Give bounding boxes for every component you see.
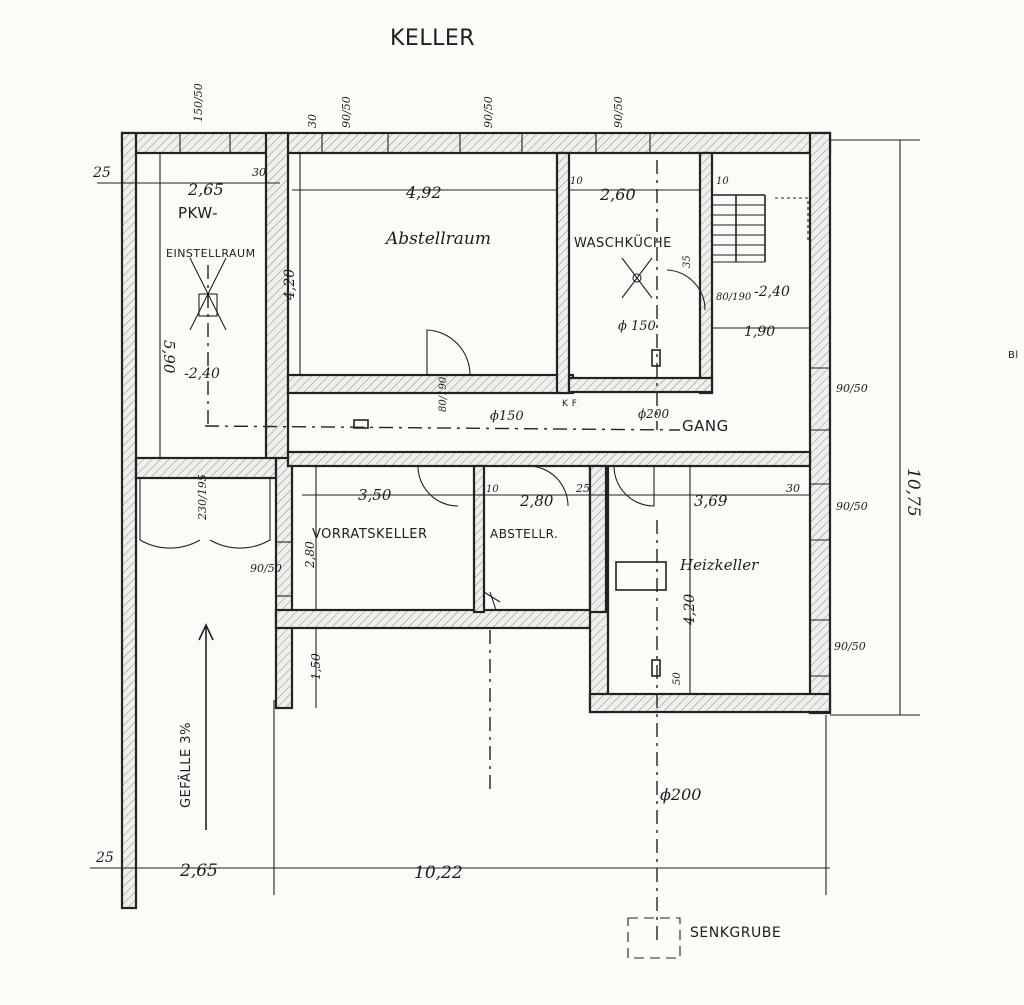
room-heizkeller: Heizkeller [679, 556, 759, 574]
inner-walls [286, 151, 812, 614]
dim-1-90: 1,90 [744, 324, 775, 340]
dim-2-60: 2,60 [599, 185, 636, 204]
dim-4-92: 4,92 [405, 183, 442, 202]
dim-2-40-pkw: -2,40 [184, 366, 220, 382]
note-bl: Bl [1008, 350, 1019, 361]
note-30-c: 30 [786, 482, 800, 495]
win-90-50-d: 90/50 [836, 382, 868, 395]
dim-25-top: 25 [92, 165, 111, 181]
room-abstellraum: Abstellraum [384, 229, 491, 249]
dim-25-bottom: 25 [95, 850, 114, 866]
note-35: 35 [682, 255, 693, 268]
room-abstellr: ABSTELLR. [490, 527, 558, 541]
room-pkw: PKW- [178, 204, 218, 222]
dim-phi200-gang: ϕ200 [638, 407, 669, 421]
windows [179, 133, 830, 677]
note-25: 25 [575, 482, 590, 495]
note-10-a: 10 [570, 176, 583, 187]
label-senkgrube: SENKGRUBE [690, 925, 781, 941]
dim-2-65-top: 2,65 [187, 180, 224, 199]
dim-2-40-stair: -2,40 [754, 284, 790, 300]
win-90-50-f: 90/50 [834, 640, 866, 653]
dim-80-190-gang: 80/190 [438, 376, 449, 412]
doors [139, 269, 706, 549]
dim-10-75: 10,75 [903, 468, 923, 517]
dim-2-80: 2,80 [519, 492, 554, 510]
small-notes: 30 30 30 10 10 10 25 35 50 K F Bl [252, 114, 1019, 685]
septic-pit [627, 917, 681, 959]
room-gang: GANG [682, 417, 729, 435]
dim-4-20-b: 4,20 [682, 594, 698, 626]
dim-3-50: 3,50 [358, 486, 392, 504]
dim-10-22: 10,22 [414, 863, 463, 883]
note-30-a: 30 [252, 166, 266, 179]
dim-2-80-v: 2,80 [303, 541, 317, 569]
win-90-50-b: 90/50 [482, 96, 495, 128]
dim-3-69: 3,69 [694, 492, 728, 510]
note-30-b: 30 [306, 114, 319, 128]
room-einstellraum: EINSTELLRAUM [166, 247, 256, 260]
note-50: 50 [672, 672, 683, 685]
label-gefaelle: GEFÄLLE 3% [178, 722, 194, 808]
dim-phi150: ϕ 150 [618, 319, 656, 334]
note-10-c: 10 [486, 484, 499, 495]
win-150-50: 150/50 [192, 83, 205, 122]
room-vorratskeller: VORRATSKELLER [312, 527, 427, 542]
dim-4-20-a: 4,20 [282, 269, 298, 301]
room-waschkueche: WASCHKÜCHE [574, 234, 672, 251]
dim-230-195: 230/195 [196, 474, 209, 521]
plan-title: KELLER [390, 26, 475, 51]
dim-2-65-bottom: 2,65 [179, 861, 218, 881]
dim-80-190-stair: 80/190 [716, 292, 752, 303]
room-labels: PKW- EINSTELLRAUM Abstellraum WASCHKÜCHE… [166, 204, 781, 941]
dimension-lines [90, 139, 920, 895]
window-size-notes: 150/50 90/50 90/50 90/50 90/50 90/50 90/… [192, 83, 868, 653]
dim-1-50-v: 1,50 [309, 653, 323, 680]
win-90-50-e: 90/50 [836, 500, 868, 513]
staircase [712, 194, 809, 263]
drain-lines [204, 160, 681, 940]
win-90-50-g: 90/50 [250, 562, 282, 575]
light-fixture-icon [189, 257, 653, 611]
dim-phi200-drain: ϕ200 [660, 785, 701, 804]
win-90-50-a: 90/50 [340, 96, 353, 128]
dim-5-90: 5,90 [160, 340, 178, 374]
dimension-texts: 25 2,65 4,92 2,60 5,90 4,20 -2,40 -2,40 … [92, 165, 923, 883]
win-90-50-c: 90/50 [612, 96, 625, 128]
dim-phi150-gang: ϕ150 [490, 409, 524, 424]
note-kf: K F [562, 399, 577, 409]
note-10-b: 10 [716, 176, 729, 187]
